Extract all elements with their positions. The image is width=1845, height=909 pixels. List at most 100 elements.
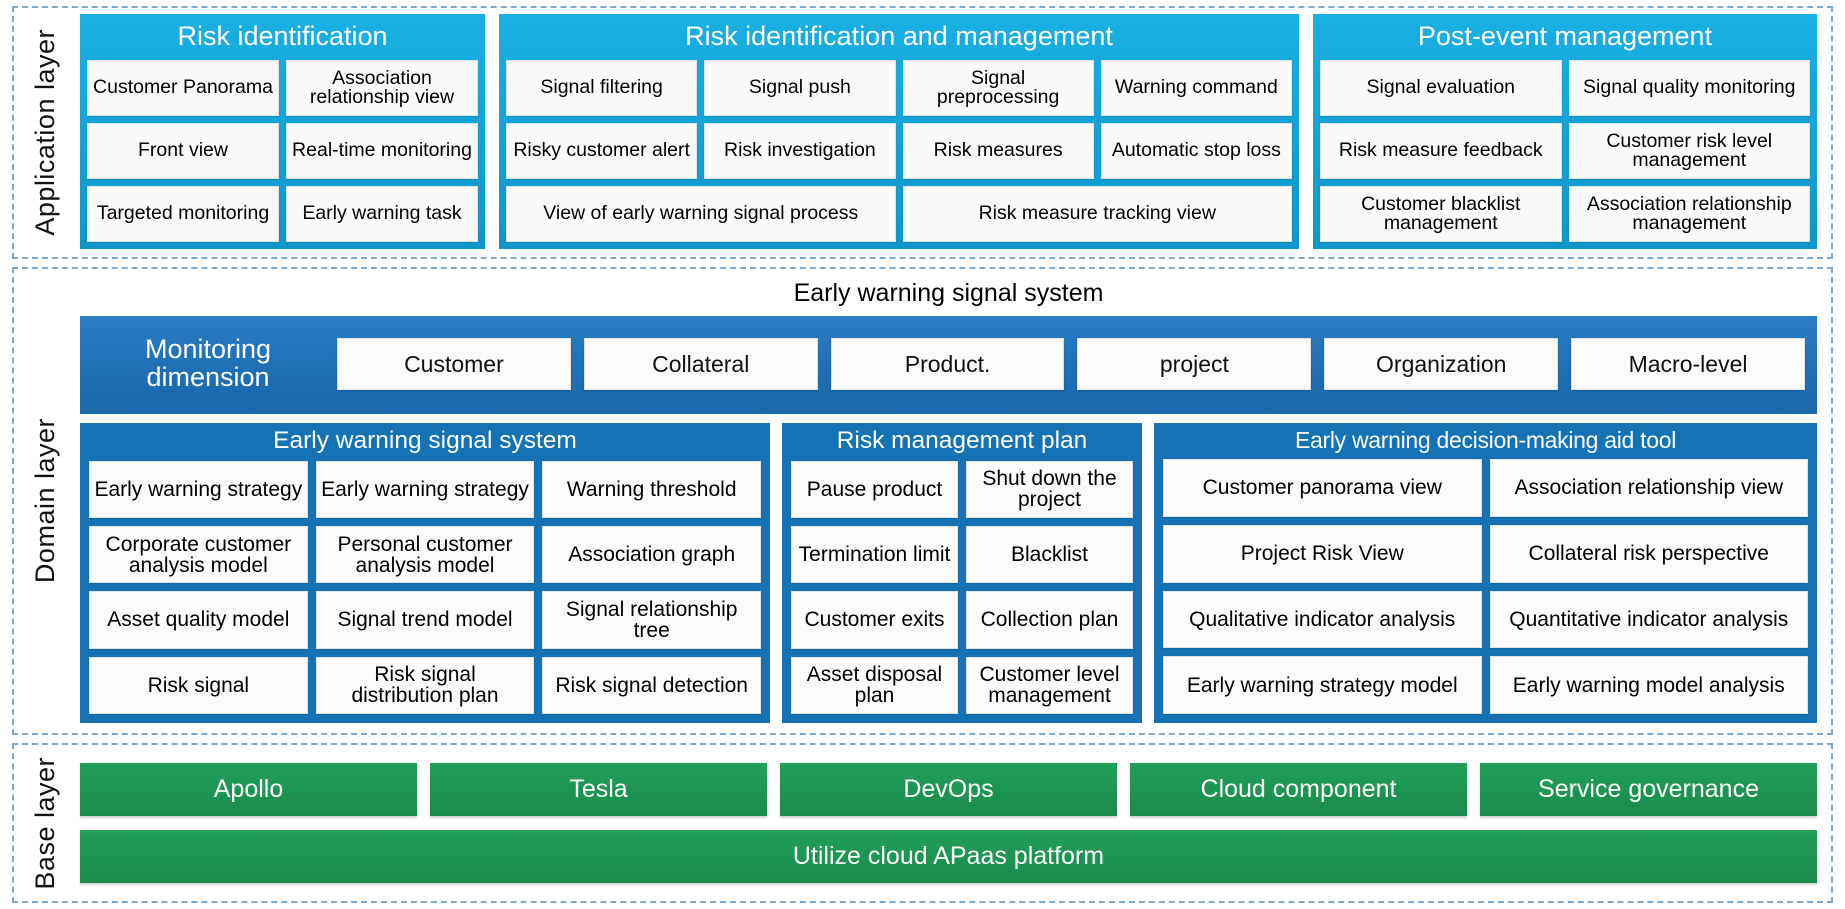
panel-row: Customer Panorama Association relationsh… [87,60,478,116]
cell-qualitative-indicator-analysis[interactable]: Qualitative indicator analysis [1163,590,1482,649]
cell-early-warning-task[interactable]: Early warning task [286,186,478,242]
component-service-governance[interactable]: Service governance [1480,763,1817,816]
dimension-project[interactable]: project [1077,338,1312,390]
panel-grid: Customer Panorama Association relationsh… [87,60,478,242]
panel-row: Front view Real-time monitoring [87,123,478,179]
cell-risk-measures[interactable]: Risk measures [902,123,1094,179]
cell-pause-product[interactable]: Pause product [791,460,958,518]
dimension-product[interactable]: Product. [830,338,1065,390]
cell-signal-relationship-tree[interactable]: Signal relationship tree [542,591,762,649]
cell-automatic-stop-loss[interactable]: Automatic stop loss [1100,123,1292,179]
cell-view-of-early-warning-signal-process[interactable]: View of early warning signal process [506,186,896,242]
panel-row: Pause product Shut down the project [791,460,1133,518]
cell-blacklist[interactable]: Blacklist [966,525,1133,584]
panel-row: Early warning strategy Early warning str… [89,460,762,518]
cell-customer-risk-level-management[interactable]: Customer risk level management [1568,123,1810,179]
dimension-macro-level[interactable]: Macro-level [1571,338,1805,390]
cell-risk-signal-distribution-plan[interactable]: Risk signal distribution plan [315,656,535,714]
cell-association-graph[interactable]: Association graph [542,525,762,584]
cell-customer-panorama-view[interactable]: Customer panorama view [1163,459,1482,517]
cell-early-warning-model-analysis[interactable]: Early warning model analysis [1489,656,1808,714]
panel-post-event-management: Post-event management Signal evaluation … [1313,14,1817,249]
panel-row: Corporate customer analysis model Person… [89,525,762,584]
cell-risk-investigation[interactable]: Risk investigation [704,123,896,179]
panel-row: Signal evaluation Signal quality monitor… [1320,60,1810,116]
cell-signal-evaluation[interactable]: Signal evaluation [1320,60,1562,116]
panel-row: View of early warning signal process Ris… [506,186,1292,242]
panel-row: Risk measure feedback Customer risk leve… [1320,123,1810,179]
dimension-collateral[interactable]: Collateral [583,338,818,390]
panel-title: Early warning signal system [273,427,577,454]
cell-quantitative-indicator-analysis[interactable]: Quantitative indicator analysis [1489,590,1808,649]
base-layer-label-text: Base layer [29,756,60,890]
cell-risky-customer-alert[interactable]: Risky customer alert [506,123,698,179]
panel-row: Risk signal Risk signal distribution pla… [89,656,762,714]
panel-row: Project Risk View Collateral risk perspe… [1163,524,1808,583]
cell-collateral-risk-perspective[interactable]: Collateral risk perspective [1489,524,1808,583]
domain-layer-label-text: Domain layer [29,418,60,584]
domain-panels: Early warning signal system Early warnin… [80,423,1817,723]
panel-row: Early warning strategy model Early warni… [1163,656,1808,714]
cell-asset-quality-model[interactable]: Asset quality model [89,591,308,649]
panel-row: Targeted monitoring Early warning task [87,186,478,242]
cell-signal-preprocessing[interactable]: Signal preprocessing [902,60,1094,116]
cell-asset-disposal-plan[interactable]: Asset disposal plan [791,656,958,714]
dimension-organization[interactable]: Organization [1324,338,1559,390]
component-cloud-component[interactable]: Cloud component [1130,763,1467,816]
cell-customer-level-management[interactable]: Customer level management [966,656,1133,714]
cell-association-relationship-management[interactable]: Association relationship management [1568,186,1810,242]
dimension-customer[interactable]: Customer [337,338,571,390]
base-layer-body: Apollo Tesla DevOps Cloud component Serv… [76,745,1831,901]
cell-termination-limit[interactable]: Termination limit [791,525,958,584]
component-apollo[interactable]: Apollo [80,763,417,816]
component-tesla[interactable]: Tesla [430,763,767,816]
cell-early-warning-strategy-model[interactable]: Early warning strategy model [1163,656,1482,714]
base-platform-row: Utilize cloud APaas platform [80,830,1817,883]
monitoring-dimension-title: Monitoring dimension [144,333,272,392]
domain-layer: Domain layer Early warning signal system… [12,267,1833,735]
application-layer-label-text: Application layer [29,29,60,236]
component-devops[interactable]: DevOps [780,763,1117,816]
panel-grid: Pause product Shut down the project Term… [791,460,1133,714]
panel-risk-management-plan: Risk management plan Pause product Shut … [782,423,1142,723]
cell-collection-plan[interactable]: Collection plan [966,591,1133,649]
cell-warning-command[interactable]: Warning command [1100,60,1292,116]
panel-row: Termination limit Blacklist [791,525,1133,584]
application-layer-body: Risk identification Customer Panorama As… [76,8,1831,257]
cell-personal-customer-analysis-model[interactable]: Personal customer analysis model [315,525,535,584]
cell-targeted-monitoring[interactable]: Targeted monitoring [87,186,279,242]
panel-title: Risk identification [177,21,388,51]
panel-grid: Customer panorama view Association relat… [1163,459,1808,714]
cell-association-relationship-view[interactable]: Association relationship view [1489,459,1808,517]
cell-early-warning-strategy-2[interactable]: Early warning strategy [315,460,535,518]
cell-customer-exits[interactable]: Customer exits [791,591,958,649]
cell-early-warning-strategy-1[interactable]: Early warning strategy [89,460,308,518]
cell-risk-signal-detection[interactable]: Risk signal detection [542,656,762,714]
cell-corporate-customer-analysis-model[interactable]: Corporate customer analysis model [89,525,308,584]
cell-project-risk-view[interactable]: Project Risk View [1163,524,1482,583]
cell-customer-blacklist-management[interactable]: Customer blacklist management [1320,186,1562,242]
panel-grid: Early warning strategy Early warning str… [89,460,762,714]
cell-signal-trend-model[interactable]: Signal trend model [315,591,535,649]
cell-warning-threshold[interactable]: Warning threshold [542,460,762,518]
panel-grid: Signal filtering Signal push Signal prep… [506,60,1292,242]
cell-risk-signal[interactable]: Risk signal [89,656,308,714]
cell-association-relationship-view[interactable]: Association relationship view [286,60,478,116]
panel-grid: Signal evaluation Signal quality monitor… [1320,60,1810,242]
panel-title: Risk identification and management [685,21,1113,51]
cell-real-time-monitoring[interactable]: Real-time monitoring [286,123,478,179]
panel-row: Customer blacklist management Associatio… [1320,186,1810,242]
cell-signal-quality-monitoring[interactable]: Signal quality monitoring [1568,60,1810,116]
cell-front-view[interactable]: Front view [87,123,279,179]
cell-risk-measure-tracking-view[interactable]: Risk measure tracking view [902,186,1292,242]
platform-utilize-cloud-apaas[interactable]: Utilize cloud APaas platform [80,830,1817,883]
cell-signal-push[interactable]: Signal push [704,60,896,116]
cell-shut-down-the-project[interactable]: Shut down the project [966,460,1133,518]
domain-layer-body: Early warning signal system Monitoring d… [76,269,1831,733]
application-layer-label: Application layer [14,8,76,257]
panel-row: Customer panorama view Association relat… [1163,459,1808,517]
cell-risk-measure-feedback[interactable]: Risk measure feedback [1320,123,1562,179]
cell-signal-filtering[interactable]: Signal filtering [506,60,698,116]
cell-customer-panorama[interactable]: Customer Panorama [87,60,279,116]
